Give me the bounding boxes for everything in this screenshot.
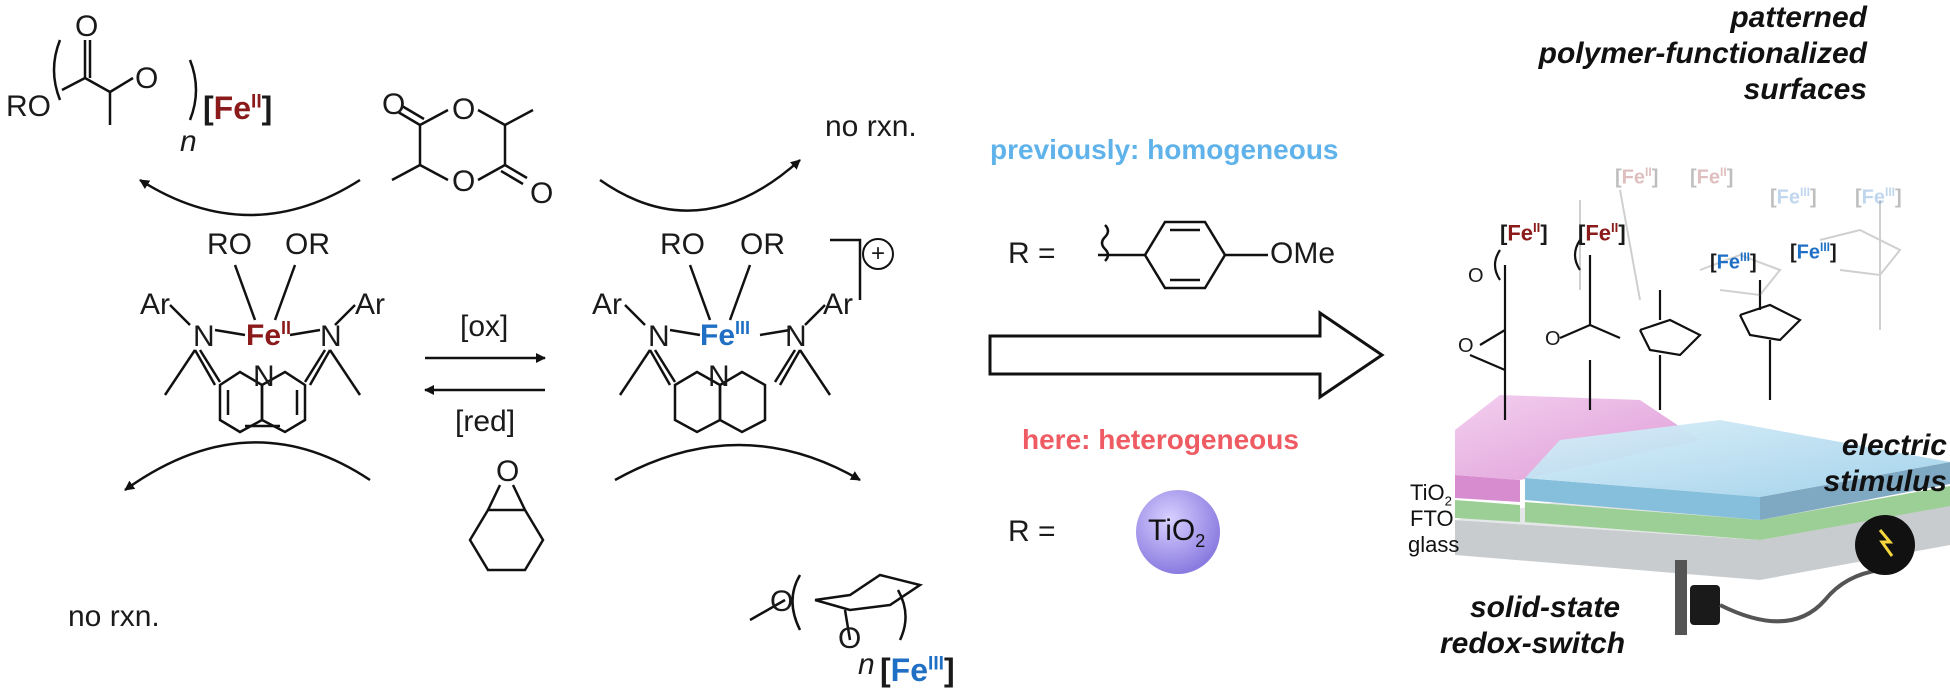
red-label: [red] [455, 405, 516, 438]
surface-fe-1: [FeII] [1500, 220, 1548, 246]
fe2-metal: FeII [246, 318, 292, 352]
polyether-bonds [749, 573, 924, 641]
lactide-o-ring1: O [452, 93, 476, 126]
lactide-bonds [391, 104, 534, 186]
fe3-n-left: N [648, 320, 670, 353]
fe3-n-right: N [785, 320, 807, 353]
fe2-n-right: N [320, 320, 342, 353]
surface-o-3: O [1545, 328, 1561, 350]
polyester-ro: RO [6, 90, 51, 123]
arrow-to-polyester [139, 178, 361, 217]
polyester-n: n [180, 125, 197, 158]
ome-label: OMe [1270, 237, 1336, 270]
lactide-o-ring2: O [452, 165, 476, 198]
epoxide-bonds [468, 484, 545, 572]
lactide-o-carbonyl1: O [382, 88, 406, 121]
ghost-fe-4: [FeIII] [1855, 185, 1902, 209]
no-rxn-bottom: no rxn. [68, 600, 160, 633]
fe3-metal: FeIII [700, 318, 751, 352]
fe3-charge: + [862, 238, 894, 270]
fe3-or: OR [740, 228, 785, 261]
surface-fe-4: [FeIII] [1790, 240, 1837, 264]
tio2-sphere [1136, 490, 1220, 574]
surface-polymers [1469, 239, 1802, 420]
fe2-or: OR [285, 228, 330, 261]
fe3-complex-bonds [618, 238, 862, 434]
fe2-ar-right: Ar [355, 288, 385, 321]
device [1455, 395, 1950, 635]
epoxide-o: O [496, 455, 520, 488]
polyester-bonds [52, 39, 198, 125]
fe2-complex-bonds [163, 264, 362, 434]
polyester-fe-label: [FeII] [203, 90, 273, 126]
polyester-o-ether: O [135, 62, 159, 95]
fe2-n-left: N [193, 320, 215, 353]
surface-o-2: O [1458, 335, 1474, 357]
ghost-fe-3: [FeIII] [1770, 185, 1817, 209]
ghost-polymers [1579, 189, 1902, 330]
surface-fe-3: [FeIII] [1710, 250, 1757, 274]
arrow-no-rxn-bottom [124, 441, 371, 492]
surface-o-1: O [1468, 265, 1484, 287]
ox-label: [ox] [460, 310, 509, 343]
no-rxn-top: no rxn. [825, 110, 917, 143]
layer-fto: FTO [1410, 506, 1454, 531]
tio2-sphere-label: TiO2 [1148, 514, 1206, 551]
arrow-to-polyether [614, 443, 861, 482]
polyether-o-right: O [838, 622, 862, 655]
electric-stimulus-label: electric stimulus [1823, 429, 1947, 498]
lactide-o-carbonyl2: O [530, 177, 554, 210]
polyether-fe-label: [FeIII] [880, 652, 955, 688]
polyether-o-left: O [770, 585, 794, 618]
ghost-fe-1: [FeII] [1615, 165, 1659, 189]
previously-label: previously: homogeneous [990, 134, 1339, 165]
layer-glass: glass [1408, 532, 1460, 557]
fe2-n-center: N [253, 360, 275, 393]
polyether-n: n [858, 648, 875, 681]
fe3-n-center: N [708, 360, 730, 393]
here-label: here: heterogeneous [1022, 424, 1299, 455]
r-equals-homogeneous: R = [1008, 237, 1056, 270]
fe3-ar-left: Ar [592, 288, 622, 321]
aryl-bonds [1098, 220, 1268, 290]
fe2-ro: RO [207, 228, 252, 261]
fe3-ro: RO [660, 228, 705, 261]
hollow-arrow [988, 310, 1385, 400]
r-equals-heterogeneous: R = [1008, 515, 1056, 548]
redox-switch-label: solid-state redox-switch [1440, 591, 1626, 660]
fe3-ar-right: Ar [823, 288, 853, 321]
surface-title: patterned polymer-functionalized surface… [1538, 1, 1867, 106]
ghost-fe-2: [FeII] [1690, 165, 1734, 189]
surface-fe-2: [FeII] [1578, 220, 1626, 246]
arrow-no-rxn-top [599, 159, 801, 212]
polyester-o-carbonyl: O [75, 10, 99, 43]
layer-tio2: TiO2 [1410, 480, 1452, 509]
fe2-ar-left: Ar [140, 288, 170, 321]
